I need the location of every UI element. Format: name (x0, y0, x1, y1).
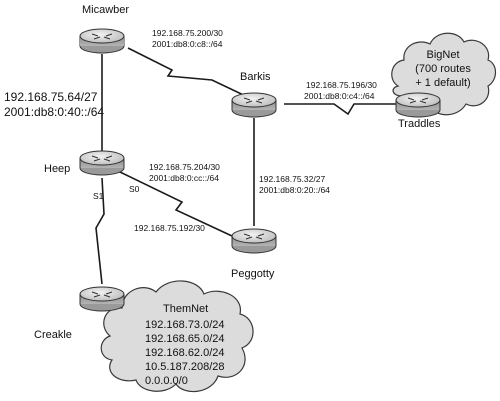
subnet-heep-creakle-v4: 192.168.75.192/30 (134, 223, 205, 233)
router-heep[interactable] (79, 150, 125, 176)
label-creakle: Creakle (34, 329, 72, 341)
label-peggotty: Peggotty (231, 268, 275, 280)
subnet-micawber-barkis-v6: 2001:db8:0:c8::/64 (152, 39, 223, 49)
subnet-barkis-peggotty-v6: 2001:db8:0:20::/64 (259, 185, 330, 195)
themnet-route: 192.168.62.0/24 (145, 347, 225, 359)
subnet-barkis-traddles-v6: 2001:db8:0:c4::/64 (304, 91, 375, 101)
link-heep-creakle (95, 177, 105, 285)
themnet-title: ThemNet (163, 303, 208, 315)
themnet-cloud (100, 280, 254, 393)
router-micawber[interactable] (79, 28, 125, 54)
subnet-micawber-barkis-v4: 192.168.75.200/30 (152, 28, 223, 38)
bignet-title: BigNet (426, 49, 459, 61)
label-heep: Heep (44, 163, 70, 175)
subnet-barkis-peggotty-v4: 192.168.75.32/27 (259, 174, 325, 184)
subnet-micawber-heep-v6: 2001:db8:0:40::/64 (4, 105, 104, 119)
themnet-route: 0.0.0.0/0 (145, 375, 188, 387)
router-creakle[interactable] (79, 286, 125, 312)
label-barkis: Barkis (240, 71, 271, 83)
router-barkis[interactable] (231, 92, 277, 118)
label-micawber: Micawber (82, 4, 129, 16)
link-barkis-traddles (284, 103, 396, 116)
label-heep-s1: S1 (93, 191, 104, 201)
link-micawber-barkis (127, 47, 255, 101)
subnet-heep-peggotty-v4: 192.168.75.204/30 (149, 162, 220, 172)
subnet-heep-peggotty-v6: 2001:db8:0:cc::/64 (149, 173, 219, 183)
subnet-micawber-heep-v4: 192.168.75.64/27 (4, 90, 98, 104)
themnet-route: 192.168.73.0/24 (145, 319, 225, 331)
themnet-route: 192.168.65.0/24 (145, 333, 225, 345)
label-traddles: Traddles (398, 118, 441, 130)
router-traddles[interactable] (395, 92, 441, 118)
link-heep-peggotty (119, 171, 233, 237)
bignet-line-2: + 1 default) (415, 77, 470, 89)
label-heep-s0: S0 (129, 184, 140, 194)
bignet-line-1: (700 routes (415, 63, 471, 75)
router-peggotty[interactable] (231, 228, 277, 254)
subnet-barkis-traddles-v4: 192.168.75.196/30 (306, 80, 377, 90)
themnet-route: 10.5.187.208/28 (145, 361, 225, 373)
